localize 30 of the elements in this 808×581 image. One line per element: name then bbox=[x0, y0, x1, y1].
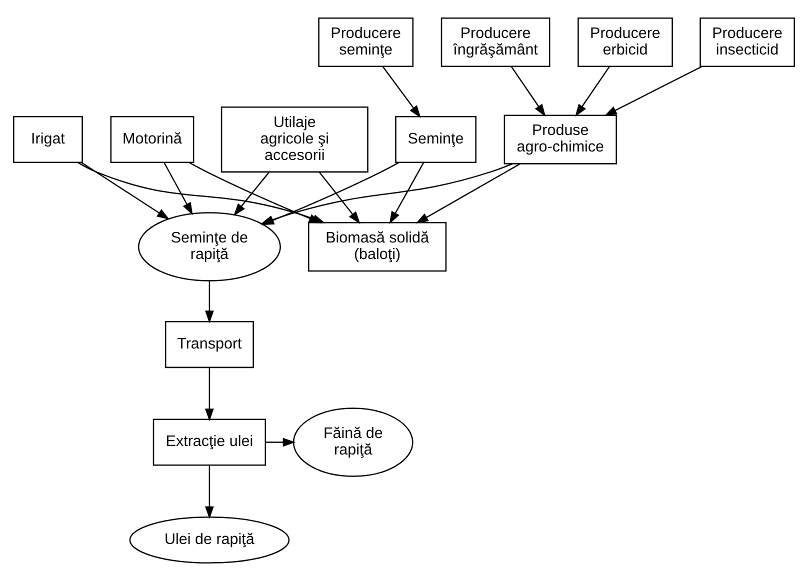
node-box: Motorină bbox=[110, 116, 194, 164]
node-box: Irigat bbox=[13, 116, 83, 164]
node-ellipse: Făină de rapiţă bbox=[292, 408, 414, 477]
arrow bbox=[416, 163, 521, 224]
arrow bbox=[510, 66, 546, 117]
node-box: Seminţe bbox=[395, 116, 476, 164]
node-box: Producere insecticid bbox=[700, 17, 795, 68]
arrow bbox=[382, 66, 421, 118]
arrow bbox=[164, 162, 193, 216]
arrow bbox=[81, 162, 170, 220]
node-box: Extracţie ulei bbox=[152, 418, 266, 466]
arrow bbox=[234, 172, 270, 216]
node-box: Producere îngrăşământ bbox=[440, 17, 550, 68]
node-ellipse: Ulei de rapiţă bbox=[129, 516, 290, 564]
node-box: Producere seminţe bbox=[318, 17, 414, 68]
arrow bbox=[575, 66, 610, 117]
arrow bbox=[205, 281, 214, 324]
arrow bbox=[205, 466, 214, 520]
node-box: Transport bbox=[164, 321, 254, 368]
arrow bbox=[188, 162, 322, 224]
node-ellipse: Seminţe de rapiţă bbox=[138, 212, 281, 282]
arrow bbox=[604, 66, 702, 116]
arrow bbox=[389, 162, 424, 224]
arrow bbox=[266, 438, 296, 447]
arrow bbox=[205, 368, 214, 422]
arrow bbox=[318, 172, 360, 224]
node-box: Produse agro-chimice bbox=[504, 114, 617, 164]
node-box: Producere erbicid bbox=[578, 17, 673, 68]
node-box: Biomasă solidă (baloţi) bbox=[308, 222, 447, 272]
node-box: Utilaje agricole şi accesorii bbox=[220, 106, 368, 173]
